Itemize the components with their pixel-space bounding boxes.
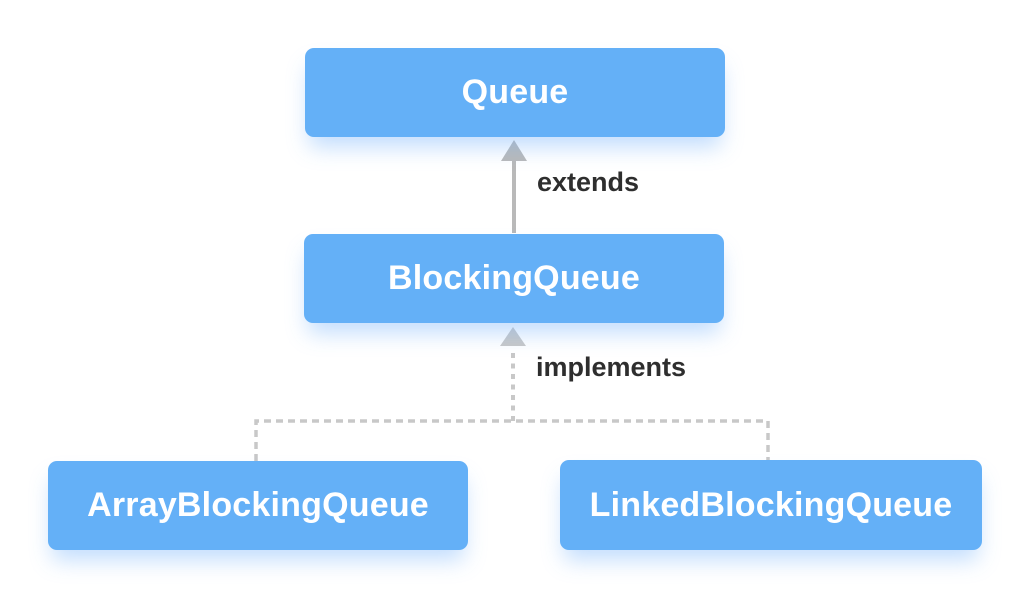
node-linked-blocking-queue: LinkedBlockingQueue (560, 460, 982, 550)
implements-arrowhead-icon (500, 327, 526, 346)
node-queue: Queue (305, 48, 725, 137)
node-queue-label: Queue (461, 73, 569, 111)
implements-edge-label: implements (536, 352, 687, 382)
node-array-blocking-queue-label: ArrayBlockingQueue (87, 486, 429, 524)
node-array-blocking-queue: ArrayBlockingQueue (48, 461, 468, 550)
node-linked-blocking-queue-label: LinkedBlockingQueue (589, 485, 953, 524)
extends-arrowhead-icon (501, 140, 527, 161)
implements-branch-line (254, 419, 770, 461)
node-blocking-queue-label: BlockingQueue (388, 259, 640, 297)
node-blocking-queue: BlockingQueue (304, 234, 724, 323)
extends-edge-label: extends (537, 167, 640, 197)
